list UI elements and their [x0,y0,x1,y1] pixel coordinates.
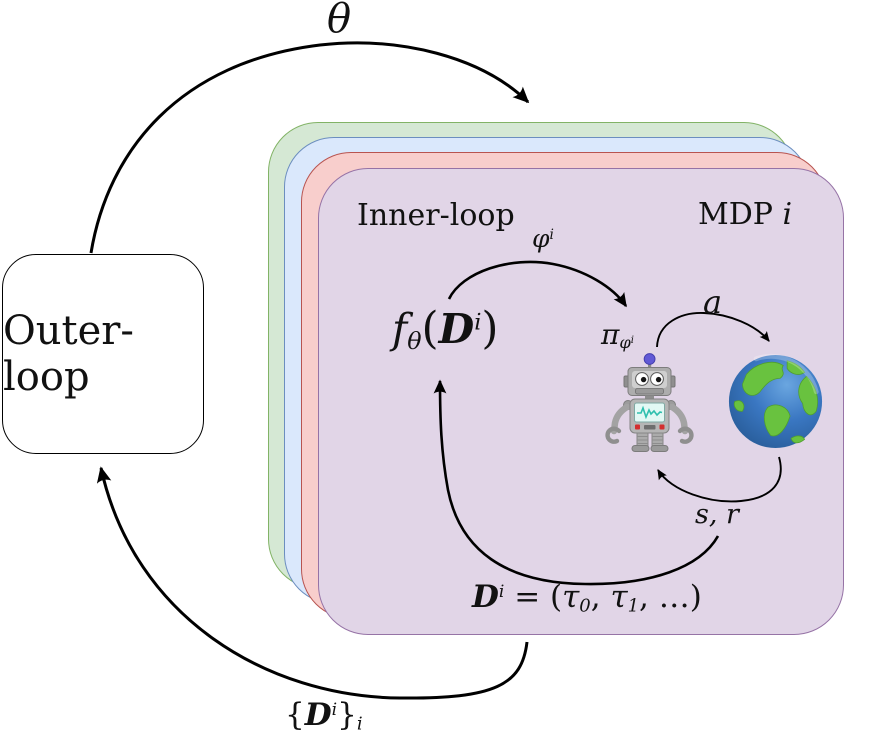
mdp-word: MDP [698,197,783,232]
set-index-subscript: i [356,713,363,735]
open-paren: ( [421,303,439,354]
tau1-symbol: τ [610,579,628,615]
outer-loop-box: Outer-loop [2,254,204,454]
meta-learner-expression: fθ(Di) [392,303,499,355]
dataset-superscript: i [498,581,505,602]
mdp-index: i [782,197,793,232]
phi-adapted-params-label: φi [532,224,554,253]
inner-loop-label: Inner-loop [357,198,515,233]
policy-expression: πφi [601,318,634,352]
equals-open: = ( [504,579,563,615]
pi-symbol: π [601,318,620,351]
mdp-title-label: MDP i [698,197,792,232]
f-symbol: f [392,305,408,353]
phi-superscript: i [549,226,554,243]
dataset-collection-label: {Di}i [285,697,363,734]
dataset-superscript: i [474,309,482,336]
phi-symbol: φ [532,224,550,253]
action-label: a [703,283,723,321]
robot-icon [605,353,694,452]
dataset-superscript: i [331,699,338,720]
close-brace: } [337,697,357,733]
open-brace: { [285,697,305,733]
dataset-symbol: D [472,579,499,615]
pi-subscript-superscript: i [630,335,634,347]
pi-subscript-phi: φ [619,333,631,353]
earth-globe-icon [728,353,823,449]
theta-label: θ [327,0,352,42]
outer-loop-label: Outer-loop [3,308,134,400]
dataset-symbol: D [304,697,332,733]
close-paren: ) [481,303,499,354]
tau0-subscript: 0 [579,595,591,617]
dataset-equation: Di = (τ0, τ1, …) [472,579,702,616]
tau0-symbol: τ [562,579,580,615]
comma: , [590,579,611,615]
f-subscript-theta: θ [407,326,422,355]
tau1-subscript: 1 [627,595,640,617]
ellipsis-close: , …) [639,579,702,615]
state-reward-label: s, r [695,499,739,530]
dataset-symbol: D [438,305,475,353]
